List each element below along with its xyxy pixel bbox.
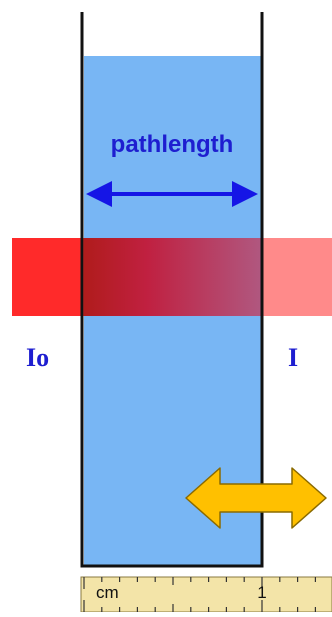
transmitted-beam xyxy=(262,238,332,316)
move-handle-arrow[interactable] xyxy=(185,467,327,529)
ruler-unit-label: cm xyxy=(96,583,119,602)
pathlength-arrow xyxy=(86,181,258,207)
cuvette-walls xyxy=(80,12,264,568)
beam-in-sample xyxy=(84,238,262,316)
ruler-tick-label: 1 xyxy=(257,583,266,602)
transmitted-intensity-label: I xyxy=(288,343,298,372)
incident-beam xyxy=(12,238,84,316)
pathlength-label: pathlength xyxy=(111,131,234,158)
ruler-ticks xyxy=(83,577,316,612)
incident-intensity-label: Io xyxy=(26,343,49,372)
ruler: cm 1 xyxy=(80,576,332,613)
